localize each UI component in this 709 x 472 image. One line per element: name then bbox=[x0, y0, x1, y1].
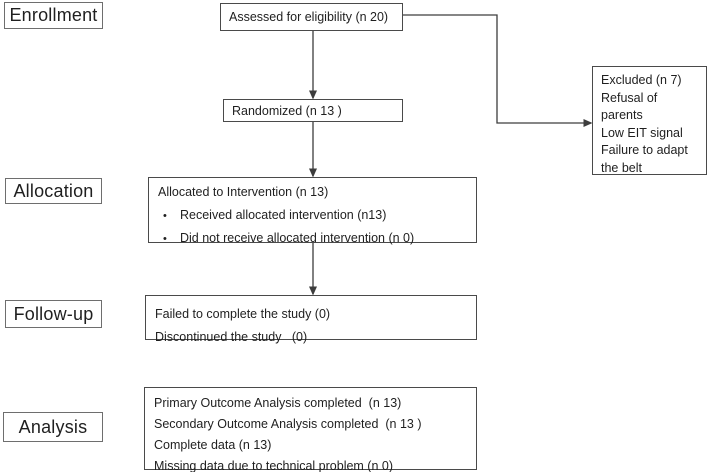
excluded-line: Low EIT signal bbox=[601, 125, 683, 140]
allocated-bullet: Did not receive allocated intervention (… bbox=[180, 231, 415, 245]
arrow-assessed-to-excluded bbox=[403, 14, 593, 127]
analysis-line: Complete data (n 13) bbox=[154, 438, 272, 452]
followup-line: Discontinued the study (0) bbox=[155, 330, 308, 344]
excluded-line: Excluded (n 7) bbox=[601, 73, 682, 87]
excluded-box: Excluded (n 7) Refusal of parents Low EI… bbox=[592, 66, 707, 175]
assessed-box: Assessed for eligibility (n 20) bbox=[220, 3, 403, 31]
analysis-line: Primary Outcome Analysis completed (n 13… bbox=[154, 396, 402, 410]
randomized-text: Randomized (n 13 ) bbox=[232, 103, 342, 118]
bullet-icon: • bbox=[163, 233, 167, 245]
excluded-line: the belt bbox=[601, 160, 643, 175]
stage-label-allocation: Allocation bbox=[5, 178, 102, 204]
assessed-text: Assessed for eligibility (n 20) bbox=[229, 10, 389, 24]
bullet-icon: • bbox=[163, 210, 167, 222]
allocated-bullet: Received allocated intervention (n13) bbox=[180, 208, 387, 222]
followup-box: Failed to complete the study (0) Discont… bbox=[145, 295, 477, 344]
allocated-box: Allocated to Intervention (n 13) • Recei… bbox=[148, 177, 477, 245]
analysis-line: Secondary Outcome Analysis completed (n … bbox=[154, 417, 422, 431]
excluded-line: Failure to adapt bbox=[601, 143, 688, 157]
stage-label-enrollment: Enrollment bbox=[4, 2, 103, 29]
stage-label-analysis: Analysis bbox=[3, 412, 103, 442]
stage-label-followup: Follow-up bbox=[5, 300, 102, 328]
allocated-bullet-row: • Did not receive allocated intervention… bbox=[149, 231, 476, 245]
followup-line: Failed to complete the study (0) bbox=[155, 307, 331, 321]
analysis-line: Missing data due to technical problem (n… bbox=[154, 459, 394, 472]
allocated-bullet-row: • Received allocated intervention (n13) bbox=[149, 208, 476, 222]
randomized-box: Randomized (n 13 ) bbox=[223, 99, 403, 122]
allocated-title: Allocated to Intervention (n 13) bbox=[158, 185, 329, 199]
analysis-box: Primary Outcome Analysis completed (n 13… bbox=[144, 387, 477, 472]
excluded-line: Refusal of parents bbox=[601, 90, 661, 123]
